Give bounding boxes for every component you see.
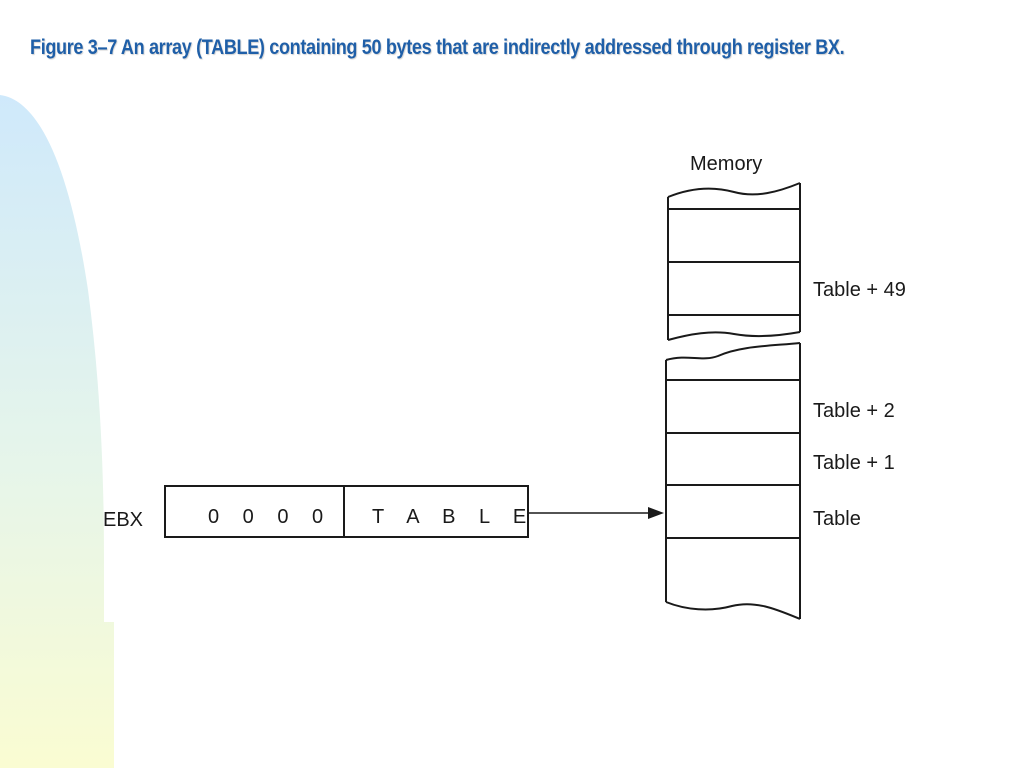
label-table-plus-1: Table + 1 — [813, 452, 895, 474]
left-decor-band — [0, 95, 114, 768]
memory-upper-bottom-break — [667, 331, 801, 341]
label-table: Table — [813, 508, 861, 530]
memory-upper-top-break — [667, 182, 801, 198]
label-table-plus-2: Table + 2 — [813, 400, 895, 422]
register-high-value: 0 0 0 0 — [208, 506, 332, 528]
figure-caption: Figure 3–7 An array (TABLE) containing 5… — [30, 36, 845, 59]
label-table-plus-49: Table + 49 — [813, 279, 906, 301]
memory-title: Memory — [690, 153, 762, 175]
memory-lower-bottom-break — [665, 601, 801, 620]
memory-lower-top-break — [665, 342, 801, 361]
register-name-ebx: EBX — [103, 509, 143, 531]
register-box — [164, 485, 529, 538]
register-low-value: T A B L E — [372, 506, 535, 528]
pointer-arrowhead — [648, 507, 664, 519]
